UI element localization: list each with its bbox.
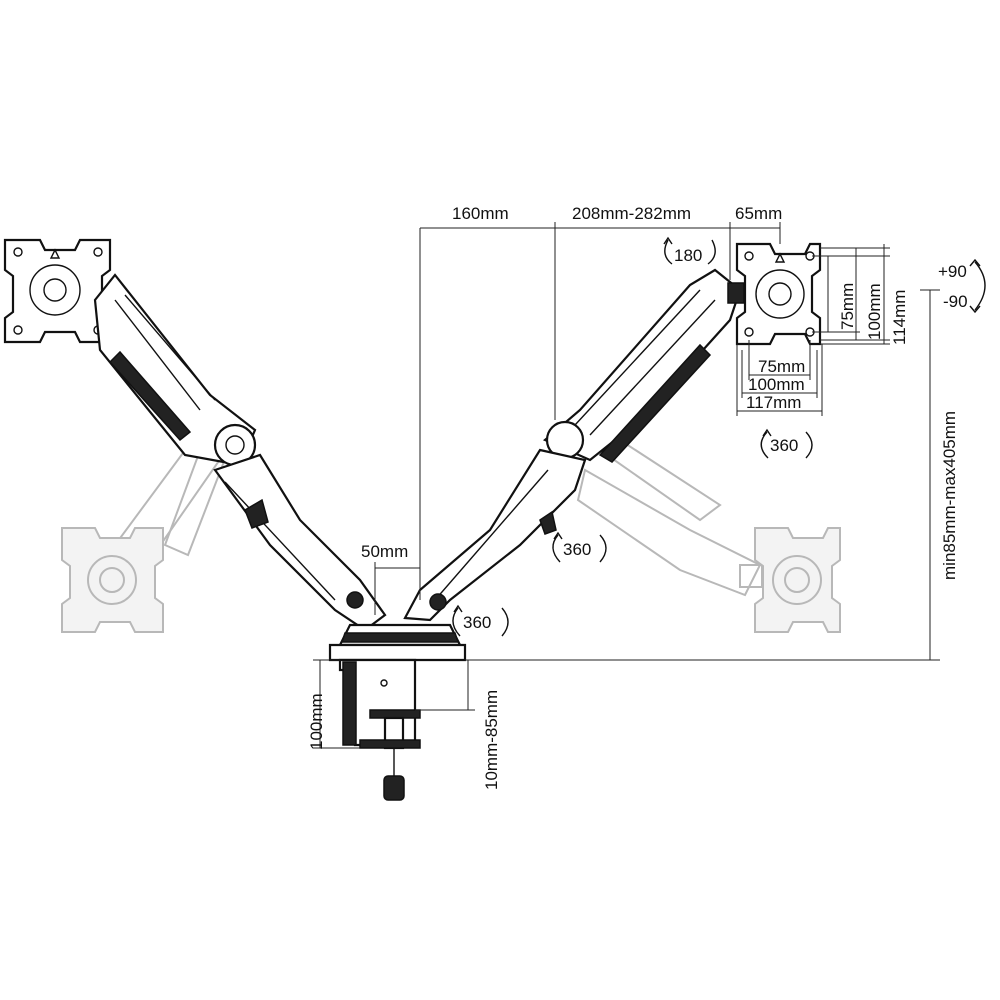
dim-vesa-100-vertical-label: 100mm [865,283,884,340]
rotation-arm-360-label: 360 [563,540,591,559]
dim-arm-reach-label: 208mm-282mm [572,204,691,223]
right-lower-arm [403,448,587,622]
rotation-180-icon [663,236,716,265]
rotation-base-360-label: 360 [463,613,491,632]
desk-clamp [338,658,421,801]
ghost-right-vesa-plate [754,527,841,633]
dim-vesa-75-vertical-label: 75mm [838,283,857,330]
vesa-vertical-dimensions [812,244,890,345]
dim-vesa-75-horizontal-label: 75mm [758,357,805,376]
tilt-arrow-icon [969,258,986,314]
base-hub [328,623,467,662]
dim-horizontal-offset-label: 160mm [452,204,509,223]
dim-plate-depth-label: 65mm [735,204,782,223]
left-lower-arm [213,453,387,632]
dim-base-gap-label: 50mm [361,542,408,561]
base-gap-dimension [374,562,420,615]
left-vesa-plate [3,238,112,344]
ghost-left-vesa-plate [61,527,164,633]
dim-clamp-height-label: 100mm [307,693,326,750]
top-dimension-lines [419,222,781,600]
right-vesa-plate [735,242,822,346]
dim-plate-height-label: 114mm [890,290,909,345]
rotation-arm-360-icon [552,531,607,563]
tilt-minus-label: -90 [943,292,968,311]
left-upper-arm [93,273,257,467]
clamp-dimensions [313,659,475,749]
dim-height-range-label: min85mm-max405mm [940,411,959,580]
height-range-dimension [465,289,940,661]
dim-vesa-100-horizontal-label: 100mm [748,375,805,394]
rotation-plate-360-icon [760,428,813,459]
tilt-plus-label: +90 [938,262,967,281]
ghost-right-arm-position [576,438,763,597]
rotation-180-label: 180 [674,246,702,265]
rotation-base-360-icon [452,604,509,637]
dim-plate-width-label: 117mm [746,393,801,412]
dim-desk-thickness-label: 10mm-85mm [482,690,501,790]
right-upper-arm [542,268,745,463]
rotation-plate-360-label: 360 [770,436,798,455]
vesa-horizontal-dimensions [736,340,823,416]
